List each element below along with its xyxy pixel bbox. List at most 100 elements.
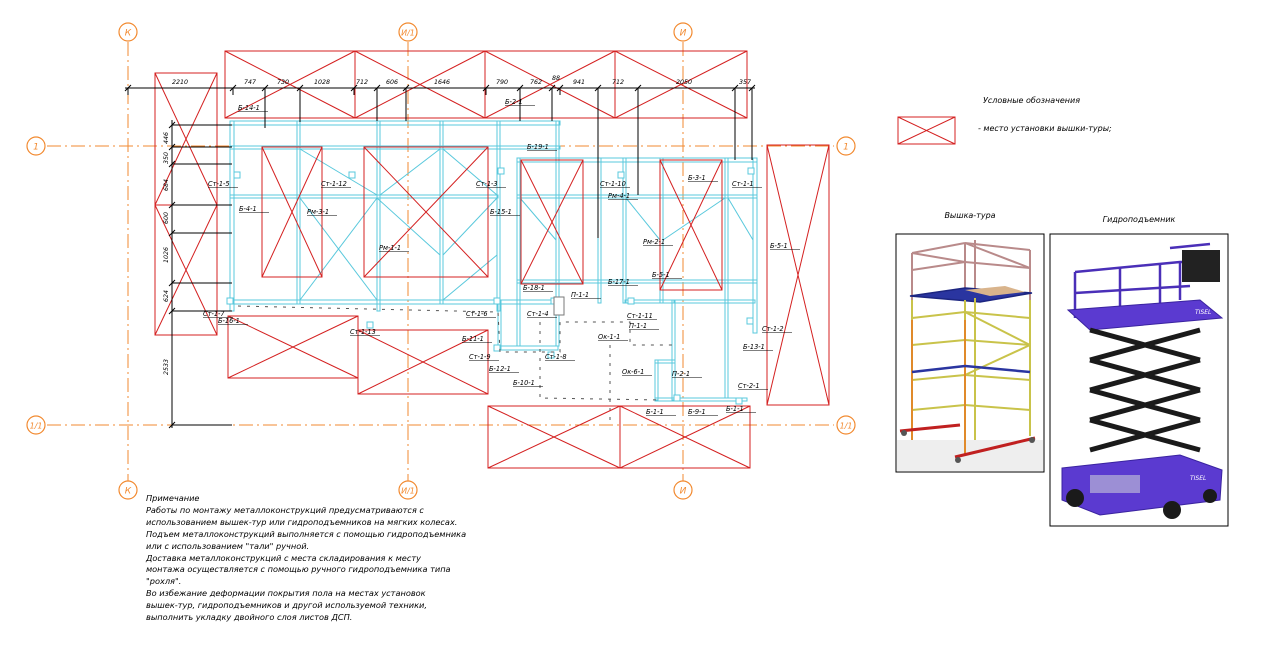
tower-mark-cross [484, 50, 616, 119]
tower-mark-cross [261, 146, 323, 278]
wall-dashed-1 [237, 305, 672, 353]
member-label-rm1-1: Рм-1-1 [379, 244, 401, 252]
tower-mark-cross [520, 159, 584, 285]
member-label-st1-10: Ст-1-10 [600, 180, 626, 188]
column-corr-3 [724, 302, 729, 399]
axis-bubble-labels: К И/1 И К И/1 И 1 1 1/1 1/1 [30, 29, 853, 497]
member-label-b9-1: Б-9-1 [688, 408, 706, 416]
column-j [724, 157, 729, 304]
brace-7 [379, 148, 441, 196]
member-label-b11-1: Б-11-1 [462, 335, 484, 343]
axis-label-1-right: 1 [843, 143, 849, 153]
column-b [376, 120, 381, 312]
member-label-st1-11: Ст-1-11 [627, 312, 653, 320]
lift-control-box [1182, 250, 1220, 282]
dim-top-7: 1646 [434, 79, 450, 86]
tower-mark-cross [766, 144, 830, 406]
node [366, 321, 374, 329]
note-line: выполнить укладку двойного слоя листов Д… [146, 612, 353, 623]
beam-corr-bottom [654, 397, 748, 402]
member-label-b15-1: Б-15-1 [490, 208, 512, 216]
dim-left-6: 624 [163, 290, 170, 302]
member-label-b1-1b: Б-1-1 [726, 405, 744, 413]
note-title: Примечание [146, 493, 200, 503]
note-line: Работы по монтажу металлоконструкций пре… [146, 504, 424, 515]
axis-bubble-1-1-left [26, 415, 46, 435]
tower-mark [363, 146, 489, 278]
tower-mark-cross [357, 329, 489, 395]
beam-bottom-right [624, 299, 756, 304]
member-label-st1-9: Ст-1-9 [469, 353, 491, 361]
column-corr-2 [654, 359, 659, 401]
lift-photo-title: Гидроподъемник [1103, 215, 1176, 224]
note-line: Подъем металлоконструкций выполняется с … [146, 528, 467, 539]
tower-photo-floor [897, 440, 1043, 471]
tower-photo-panel: Вышка-тура [895, 211, 1045, 473]
wall-outline [237, 305, 672, 420]
member-label-st1-7: Ст-1-7 [203, 310, 225, 318]
beam-low-right [516, 279, 758, 284]
brace-10 [625, 197, 661, 241]
axis-label-1-1-left: 1/1 [30, 422, 43, 431]
brace-9 [519, 197, 557, 241]
member-label-st1-3: Ст-1-3 [476, 180, 498, 188]
member-label-b5-1: Б-5-1 [770, 242, 788, 250]
column-right [752, 157, 758, 334]
dim-top-9: 762 [530, 79, 542, 86]
tower-mark [619, 405, 751, 469]
axis-label-i-top: И [680, 29, 687, 39]
node [497, 167, 505, 175]
note-line: монтажа осуществляется с помощью ручного… [146, 564, 451, 575]
member-label-st1-6: Ст-1-6 [466, 310, 488, 318]
tower-mark-cross [487, 405, 621, 469]
dimension-chains [124, 84, 756, 429]
nodes [226, 167, 755, 405]
dimension-texts-top: 2210 747 730 1028 712 606 1646 790 762 8… [172, 75, 751, 86]
node [747, 167, 755, 175]
node [673, 394, 681, 402]
note-line: или с использованием "тали" ручной. [146, 540, 310, 551]
legend-title: Условные обозначения [983, 96, 1080, 105]
member-label-b17-1: Б-17-1 [608, 278, 630, 286]
lift-brand-top: TISEL [1195, 309, 1211, 316]
dim-top-6: 606 [386, 79, 398, 86]
dim-left-1: 446 [163, 132, 170, 144]
note-block: Примечание Работы по монтажу металлоконс… [146, 493, 486, 624]
member-label-b18-1: Б-18-1 [523, 284, 545, 292]
axis-label-1-left: 1 [33, 143, 39, 153]
tower-mark [357, 329, 489, 395]
tower-mark [614, 50, 748, 119]
brace-8 [442, 148, 498, 196]
tower-mark-cross [154, 204, 218, 336]
member-label-b3-1: Б-3-1 [688, 174, 706, 182]
tower-mark [261, 146, 323, 278]
node [348, 171, 356, 179]
node [735, 397, 743, 405]
dim-top-5: 712 [356, 79, 368, 86]
member-label-p1-1b: П-1-1 [629, 322, 647, 330]
node [493, 297, 501, 305]
axis-bubble-1-left [26, 136, 46, 156]
beam-corr-top [625, 299, 675, 304]
beam-bottom-left [229, 299, 499, 305]
beam-mid-right [516, 194, 758, 199]
legend-tower-symbol [897, 116, 956, 145]
member-label-b14-1: Б-14-1 [238, 104, 260, 112]
dim-top-4: 1028 [314, 79, 330, 86]
member-label-st1-5: Ст-1-5 [208, 180, 230, 188]
tower-mark [520, 159, 584, 285]
member-label-st1-12: Ст-1-12 [321, 180, 347, 188]
dim-top-11: 941 [573, 79, 585, 86]
axis-bubble-i-top [673, 22, 693, 42]
brace-4 [442, 197, 498, 256]
dim-top-2: 747 [244, 79, 256, 86]
brace-3 [376, 197, 441, 256]
member-label-st1-13: Ст-1-13 [350, 328, 376, 336]
note-line: вышек-тур, гидроподъемников и другой исп… [146, 600, 427, 611]
axis-label-i1-bottom: И/1 [401, 487, 415, 496]
legend-item-text: - место установки вышки-туры; [978, 124, 1112, 133]
column-e [516, 157, 521, 347]
beam-center-bottom [497, 345, 559, 351]
axis-label-i1-top: И/1 [401, 29, 415, 38]
tower-mark-cross [154, 72, 218, 206]
